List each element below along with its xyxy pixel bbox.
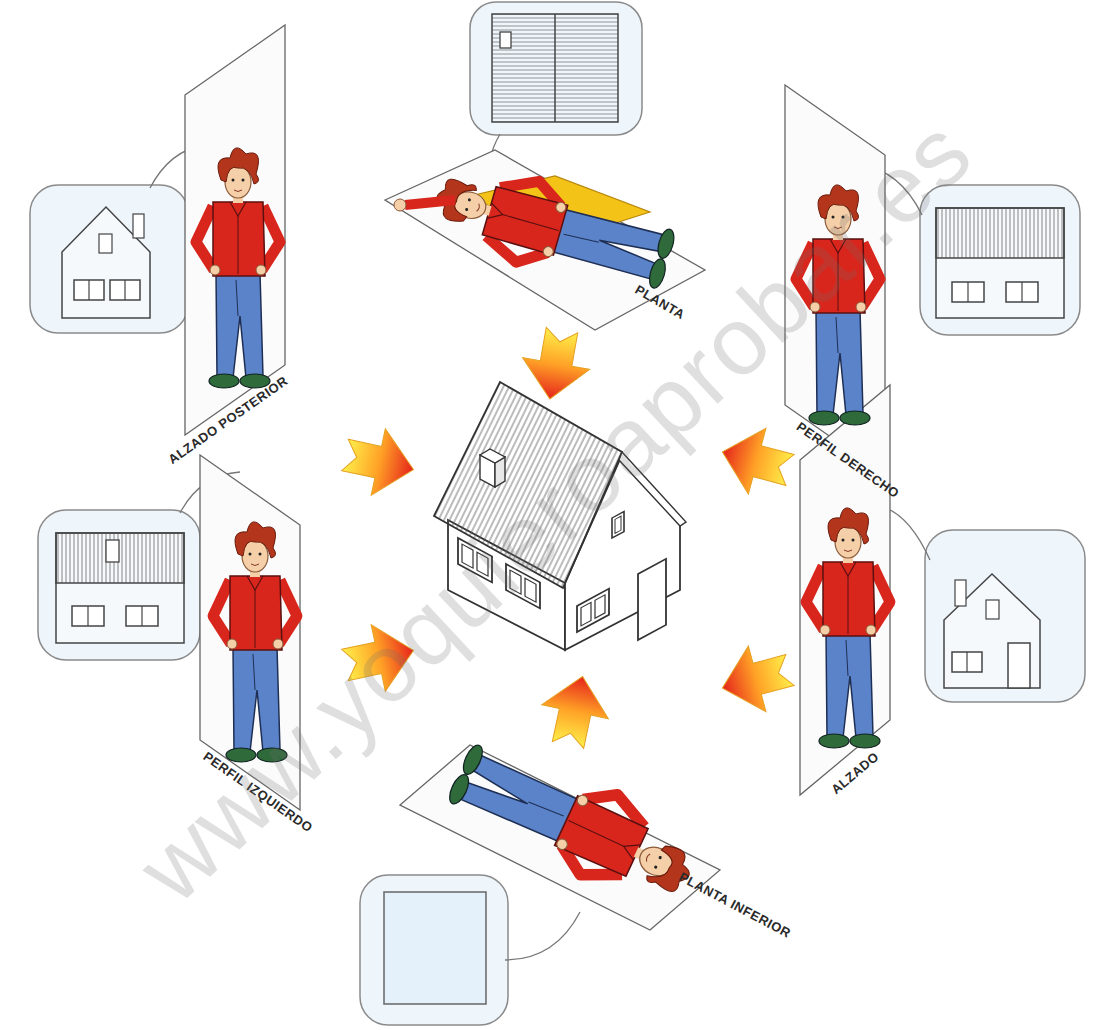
view-arrow <box>535 669 616 752</box>
profile-view <box>56 533 184 643</box>
window-bar <box>87 606 88 626</box>
roof <box>56 533 184 583</box>
projection-plane <box>385 150 705 330</box>
watermark: www.yoquieroaprobar.es <box>117 96 993 923</box>
chimney <box>133 214 144 238</box>
plane-label: ALZADO <box>828 749 881 797</box>
chimney <box>955 580 966 606</box>
plane-label: ALZADO POSTERIOR <box>165 373 290 467</box>
window <box>986 600 999 619</box>
chimney <box>500 32 511 48</box>
bottom-view <box>384 892 486 1004</box>
house <box>434 382 686 650</box>
door <box>638 559 666 640</box>
window-bar <box>124 280 125 300</box>
projection-plane <box>185 25 285 435</box>
window <box>577 589 609 632</box>
view-arrow <box>714 419 799 503</box>
view-bubble <box>870 505 1085 702</box>
view-bubble <box>860 165 1080 335</box>
projection-plane <box>785 85 885 475</box>
window <box>458 538 492 582</box>
bubble-outline <box>470 2 642 135</box>
flying-observer <box>394 155 680 302</box>
arm <box>405 200 455 205</box>
plane-label: PLANTA <box>633 282 688 322</box>
window <box>72 606 104 626</box>
window <box>952 282 984 302</box>
window <box>1006 282 1038 302</box>
roof-edge <box>619 452 686 526</box>
window-bar <box>141 606 142 626</box>
hand <box>394 199 406 211</box>
view-arrow <box>714 637 799 721</box>
window <box>110 280 140 300</box>
window <box>74 280 104 300</box>
bubble-outline <box>38 510 200 660</box>
window <box>99 234 112 253</box>
view-arrow <box>338 422 421 503</box>
bubble-outline <box>925 530 1085 702</box>
lying-observer <box>441 730 707 916</box>
leader-line <box>505 912 580 960</box>
window-bar <box>1021 282 1022 302</box>
chimney <box>480 449 505 463</box>
window <box>612 512 624 538</box>
bubble-outline <box>920 185 1080 335</box>
bubble-outline <box>30 185 188 333</box>
window <box>126 606 158 626</box>
observer <box>426 155 680 302</box>
view-arrow <box>338 617 421 698</box>
view-bubble <box>360 875 580 1025</box>
observer <box>796 185 880 425</box>
bubble-outline <box>360 875 508 1025</box>
elevation-view <box>62 207 150 318</box>
door <box>1008 643 1030 688</box>
observer <box>196 148 280 388</box>
roof <box>936 208 1064 258</box>
plan-view <box>492 14 618 122</box>
window-bar <box>88 280 89 300</box>
plane-label: PLANTA INFERIOR <box>677 869 794 941</box>
roof <box>434 382 622 588</box>
window <box>506 564 540 608</box>
projection-plane <box>800 385 890 795</box>
chimney <box>106 540 119 562</box>
view-bubble <box>30 145 205 333</box>
ridge-line <box>554 14 556 122</box>
plane-label: PERFIL DERECHO <box>794 419 902 501</box>
elevation-view <box>944 574 1040 688</box>
observer <box>213 522 297 762</box>
window <box>952 652 982 672</box>
window-bar <box>967 282 968 302</box>
projection-plane <box>200 455 300 810</box>
observer <box>806 508 890 748</box>
view-arrow <box>516 324 595 405</box>
profile-view <box>936 208 1064 318</box>
plane-label: PERFIL IZQUIERDO <box>201 749 316 836</box>
window-bar <box>966 652 967 672</box>
